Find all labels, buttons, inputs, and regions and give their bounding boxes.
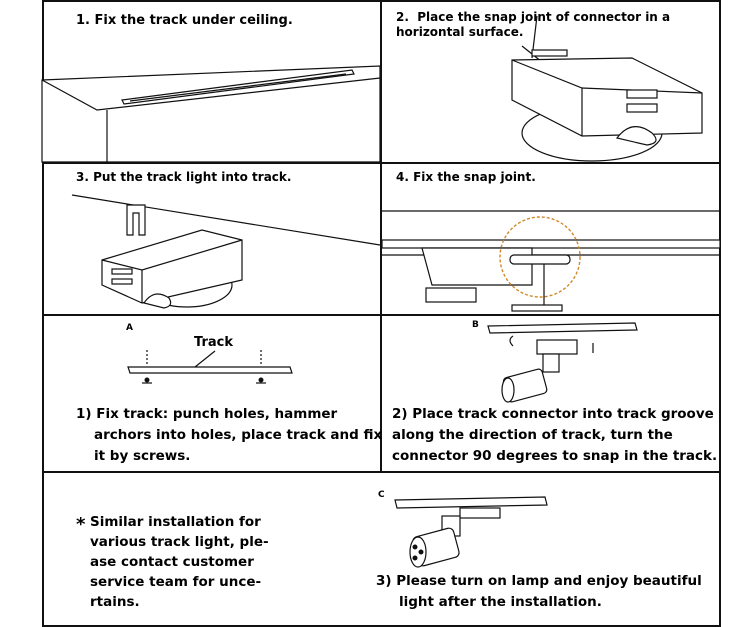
fix-snap-joint-illustration	[381, 210, 721, 312]
step2-caption-line2: horizontal surface.	[396, 25, 524, 39]
snap-joint-connector-illustration	[511, 15, 703, 162]
step3-caption: 3. Put the track light into track.	[76, 170, 292, 184]
divider-bottom	[42, 625, 721, 627]
lamp-on-illustration	[394, 496, 548, 568]
connector-rotation-illustration	[487, 322, 638, 403]
track-light-insertion-illustration	[71, 194, 381, 309]
note-line2: various track light, ple-	[90, 534, 269, 550]
note-line3: ase contact customer	[90, 554, 254, 570]
note-line5: rtains.	[90, 594, 140, 610]
fix1-line1: 1) Fix track: punch holes, hammer	[76, 406, 338, 422]
step2-caption-line1: 2. Place the snap joint of connector in …	[396, 10, 671, 24]
fix3-line1: 3) Please turn on lamp and enjoy beautif…	[376, 573, 702, 589]
divider-row3	[42, 471, 721, 473]
fix1-line2: archors into holes, place track and fix	[94, 427, 383, 443]
label-c: C	[378, 490, 385, 500]
track-screws-illustration	[127, 350, 293, 384]
track-label: Track	[194, 335, 233, 350]
label-b: B	[472, 320, 479, 330]
step4-caption: 4. Fix the snap joint.	[396, 170, 536, 184]
divider-column	[380, 0, 382, 471]
step1-caption: 1. Fix the track under ceiling.	[76, 13, 293, 28]
label-a: A	[126, 323, 133, 333]
ceiling-track-illustration	[41, 65, 381, 163]
fix2-line2: along the direction of track, turn the	[392, 427, 673, 443]
note-line4: service team for unce-	[90, 574, 262, 590]
note-line1: Similar installation for	[90, 514, 261, 530]
fix3-line2: light after the installation.	[399, 594, 602, 610]
instruction-sheet-frame	[42, 0, 721, 627]
fix2-line3: connector 90 degrees to snap in the trac…	[392, 448, 718, 464]
note-asterisk: *	[76, 514, 86, 535]
fix1-line3: it by screws.	[94, 448, 191, 464]
fix2-line1: 2) Place track connector into track groo…	[392, 406, 714, 422]
